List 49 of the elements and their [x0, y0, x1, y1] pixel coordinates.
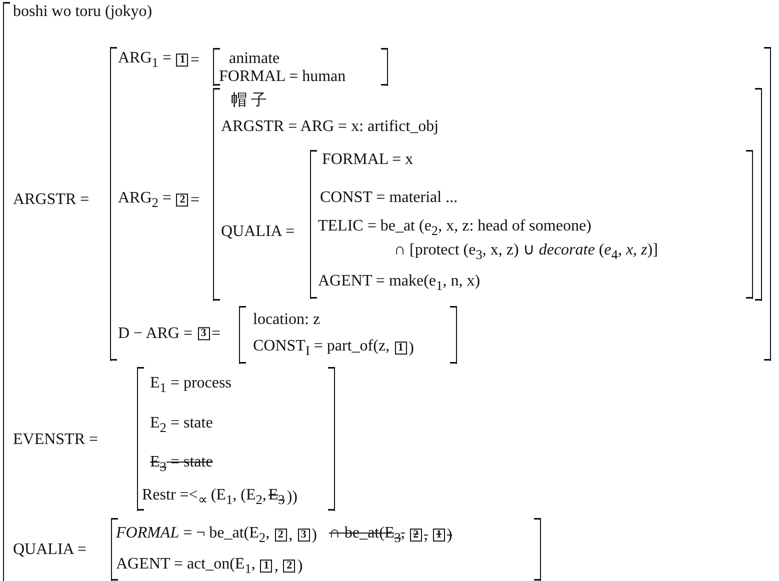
feature-text: FORMAL = x [322, 151, 414, 169]
feature-text: ∩ be_at(E$_{3}$, [328, 524, 405, 546]
feature-text: )) [286, 488, 298, 506]
feature-text: FORMAL = human [219, 68, 346, 86]
feature-text: FORMAL = ¬ be_at(E$_{2}$, [116, 524, 270, 546]
coindex-tag: 3 [198, 328, 210, 340]
feature-text: = [190, 51, 200, 69]
heading: boshi wo toru (jokyo) [13, 3, 152, 21]
feature-text: ) [312, 526, 317, 544]
feature-text: Restr =<$_{∝}$ (E$_{1}$, (E$_{2}$, [142, 486, 266, 508]
feature-text: ARG$_{2}$ = [118, 190, 172, 210]
feature-text: = [212, 325, 221, 343]
feature-text: = [190, 191, 200, 209]
coindex-tag: 2 [274, 528, 287, 542]
feature-text: ARG$_{1}$ = [118, 50, 172, 70]
coindex-tag: 1 [176, 54, 188, 66]
feature-text: E$_{1}$ = process [150, 374, 232, 396]
feature-text: QUALIA = [221, 223, 294, 241]
feature-text: animate [229, 50, 280, 68]
feature-text: , [288, 526, 293, 544]
feature-text: CONST = material ... [320, 189, 458, 207]
feature-text: E$_{3}$ = state [150, 454, 213, 474]
feature-text: TELIC = be_at (e$_{2}$, x, z: head of someone) [318, 218, 592, 238]
feature-text: EVENSTR = [13, 431, 98, 449]
feature-text: ) [446, 526, 452, 544]
coindex-tag: 2 [410, 528, 422, 542]
feature-text: ∩ [protect (e$_{3}$, x, z) ∪ decorate (e$_{4}$, x, z)] [394, 242, 658, 262]
feature-text: , [424, 526, 428, 544]
coindex-tag: 2 [176, 194, 188, 206]
feature-text: AGENT = make(e$_{1}$, n, x) [318, 272, 480, 294]
feature-text: ARGSTR = ARG = x: artifict_obj [221, 118, 439, 136]
feature-text: E$_{3}$ [268, 486, 285, 508]
coindex-tag: 1 [394, 342, 407, 354]
feature-text: CONST$_{I}$ = part_of(z, [253, 338, 390, 358]
feature-text: QUALIA = [13, 541, 86, 559]
feature-text: ) [408, 339, 414, 357]
feature-text: D − ARG = [118, 325, 192, 343]
coindex-tag: 2 [283, 560, 296, 572]
coindex-tag: 3 [298, 528, 310, 542]
feature-text: , [274, 557, 278, 575]
attribute-value-matrix [111, 518, 541, 581]
feature-text: ) [297, 557, 303, 575]
feature-text: location: z [253, 311, 320, 329]
coindex-tag: 1 [260, 560, 272, 572]
feature-text: ARGSTR = [13, 191, 90, 209]
feature-text: 帽子 [231, 91, 271, 109]
feature-text: AGENT = act_on(E$_{1}$, [116, 556, 256, 576]
feature-text: E$_{2}$ = state [150, 414, 213, 436]
coindex-tag: 1 [432, 528, 445, 542]
